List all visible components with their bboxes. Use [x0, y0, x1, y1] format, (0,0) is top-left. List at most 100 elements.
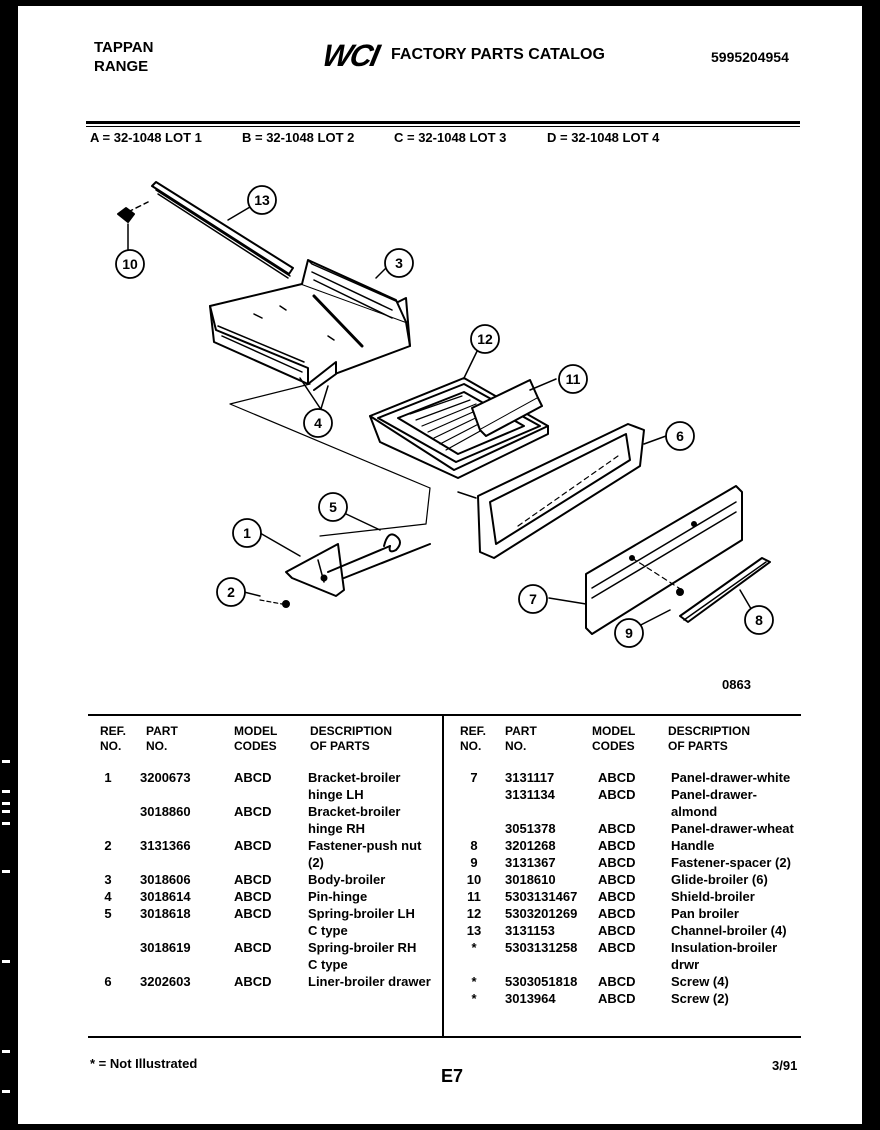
part-description: Screw (2)	[671, 991, 729, 1006]
part-number: 3051378	[505, 821, 556, 836]
ref-number: 3	[104, 872, 112, 887]
ref-number: 6	[104, 974, 112, 989]
model-codes: ABCD	[598, 940, 636, 955]
broiler-drawer-liner-part	[457, 423, 645, 559]
lot-b: B = 32-1048 LOT 2	[242, 130, 355, 145]
model-codes: ABCD	[598, 770, 636, 785]
part-description: Panel-drawer-	[671, 787, 757, 802]
callout-2	[216, 577, 246, 607]
callout-12	[470, 324, 500, 354]
part-description: Channel-broiler (4)	[671, 923, 787, 938]
glide-broiler-part	[117, 207, 135, 223]
ref-number: 10	[466, 872, 482, 887]
ref-number: 5	[104, 906, 112, 921]
callout-8	[744, 605, 774, 635]
callout-label: 2	[227, 584, 235, 600]
part-description: Fastener-push nut	[308, 838, 422, 853]
part-number: 3131117	[505, 770, 555, 785]
part-description: hinge LH	[308, 787, 364, 802]
model-codes: ABCD	[598, 974, 636, 989]
ref-number: *	[471, 974, 477, 989]
spacer-part	[676, 588, 684, 596]
part-description: Glide-broiler (6)	[671, 872, 768, 887]
part-description: (2)	[308, 855, 324, 870]
revision-date: 3/91	[772, 1058, 798, 1073]
model-codes: ABCD	[598, 991, 636, 1006]
ref-number: *	[471, 940, 477, 955]
part-description: Panel-drawer-white	[671, 770, 791, 785]
callout-label: 1	[243, 525, 251, 541]
callout-13	[247, 185, 277, 215]
model-codes: ABCD	[598, 838, 636, 853]
callout-1	[232, 518, 262, 548]
part-description: Bracket-broiler	[308, 770, 401, 785]
header-rule-thin	[86, 126, 800, 127]
callout-label: 8	[755, 612, 763, 628]
ref-number: 9	[470, 855, 478, 870]
lot-d: D = 32-1048 LOT 4	[547, 130, 660, 145]
brand-block: TAPPAN RANGE	[94, 38, 153, 76]
ref-number: 8	[470, 838, 478, 853]
brand-name: TAPPAN	[94, 39, 154, 56]
callout-label: 6	[676, 428, 684, 444]
part-number: 3018618	[140, 906, 191, 921]
ref-number: 1	[104, 770, 112, 785]
part-description: Panel-drawer-wheat	[671, 821, 794, 836]
ref-number: *	[471, 991, 477, 1006]
table-top-rule	[88, 714, 801, 716]
callout-circles	[115, 185, 774, 648]
part-description: hinge RH	[308, 821, 366, 836]
part-description: Screw (4)	[671, 974, 729, 989]
model-codes: ABCD	[234, 804, 272, 819]
spring-broiler-part	[383, 533, 401, 553]
callout-label: 4	[314, 415, 322, 431]
part-description: Pan broiler	[671, 906, 739, 921]
header-ref-left: REF.NO.	[100, 724, 127, 753]
model-codes: ABCD	[234, 889, 272, 904]
scan-edge-marks	[2, 760, 10, 1110]
part-description: Spring-broiler LH	[308, 906, 415, 921]
callout-11	[558, 364, 588, 394]
callout-label: 9	[625, 625, 633, 641]
callout-label: 3	[395, 255, 403, 271]
document-number: 5995204954	[711, 49, 789, 65]
broiler-pan-part	[369, 377, 549, 479]
catalog-title: FACTORY PARTS CATALOG	[391, 46, 605, 63]
callout-10	[115, 249, 145, 279]
part-number: 5303201269	[505, 906, 578, 921]
part-number: 3018610	[505, 872, 556, 887]
broiler-body-part	[209, 259, 411, 391]
model-codes: ABCD	[234, 974, 272, 989]
ref-number: 7	[470, 770, 478, 785]
part-description: Shield-broiler	[671, 889, 755, 904]
part-number: 3202603	[140, 974, 191, 989]
callout-label: 10	[122, 256, 138, 272]
parts-catalog-sheet: TAPPAN RANGE WCI FACTORY PARTS CATALOG 5…	[18, 6, 862, 1124]
callout-numbers: 13 10 3 4 12 11 6 5 1 2 7 9 8	[122, 192, 763, 641]
push-nut-part	[259, 599, 290, 608]
callout-3	[384, 248, 414, 278]
part-number: 3131367	[505, 855, 556, 870]
part-description: C type	[308, 957, 348, 972]
model-codes: ABCD	[598, 923, 636, 938]
part-number: 3018860	[140, 804, 191, 819]
model-codes: ABCD	[598, 787, 636, 802]
hinge-bracket-part	[285, 543, 431, 597]
handle-part	[679, 557, 771, 623]
header-rule-thick	[86, 121, 800, 124]
model-codes: ABCD	[234, 872, 272, 887]
figure-code: 0863	[722, 677, 751, 692]
part-number: 3018619	[140, 940, 191, 955]
product-type: RANGE	[94, 58, 149, 75]
model-codes: ABCD	[234, 838, 272, 853]
model-codes: ABCD	[234, 906, 272, 921]
part-number: 5303051818	[505, 974, 578, 989]
part-description: Pin-hinge	[308, 889, 368, 904]
part-description: Handle	[671, 838, 715, 853]
